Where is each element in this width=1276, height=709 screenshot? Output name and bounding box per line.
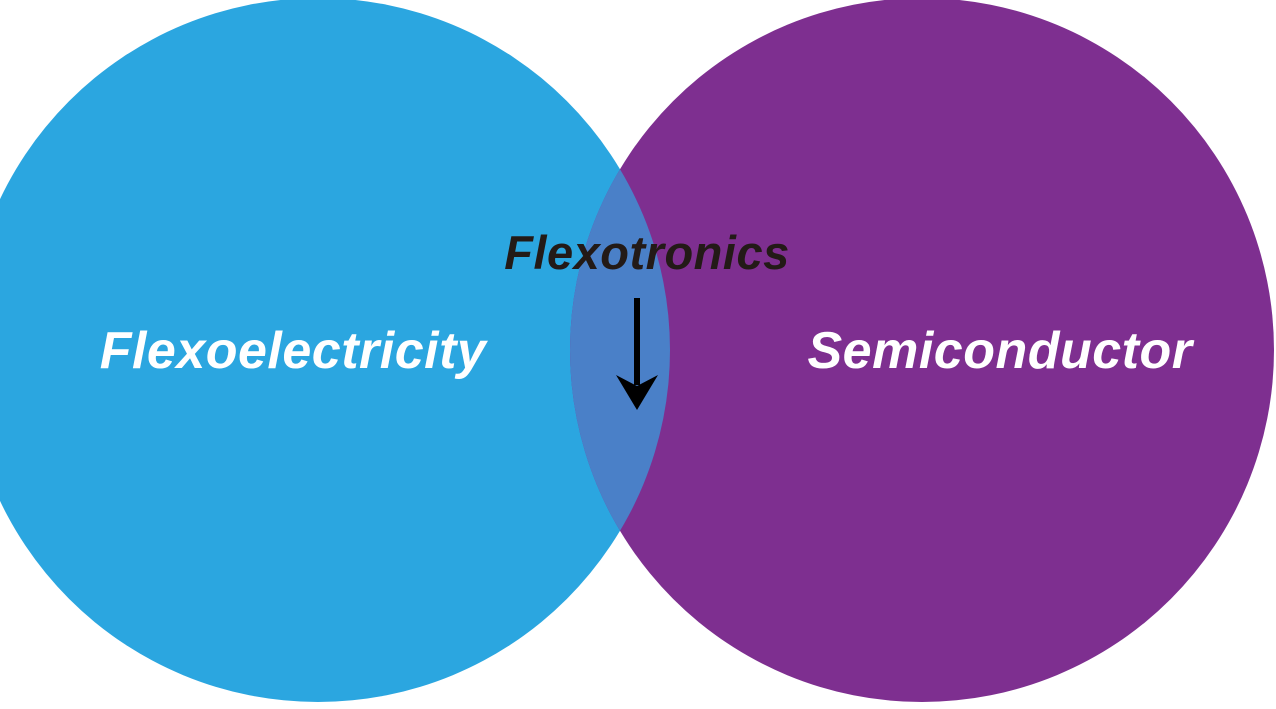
arrow-head bbox=[616, 375, 658, 410]
intersection-label-flexotronics: Flexotronics bbox=[504, 226, 789, 279]
set-circle-flexoelectricity[interactable] bbox=[0, 0, 670, 702]
down-arrow-icon bbox=[616, 298, 658, 410]
set-label-semiconductor: Semiconductor bbox=[808, 322, 1195, 380]
set-circle-semiconductor[interactable] bbox=[570, 0, 1274, 702]
set-label-flexoelectricity: Flexoelectricity bbox=[100, 322, 489, 380]
